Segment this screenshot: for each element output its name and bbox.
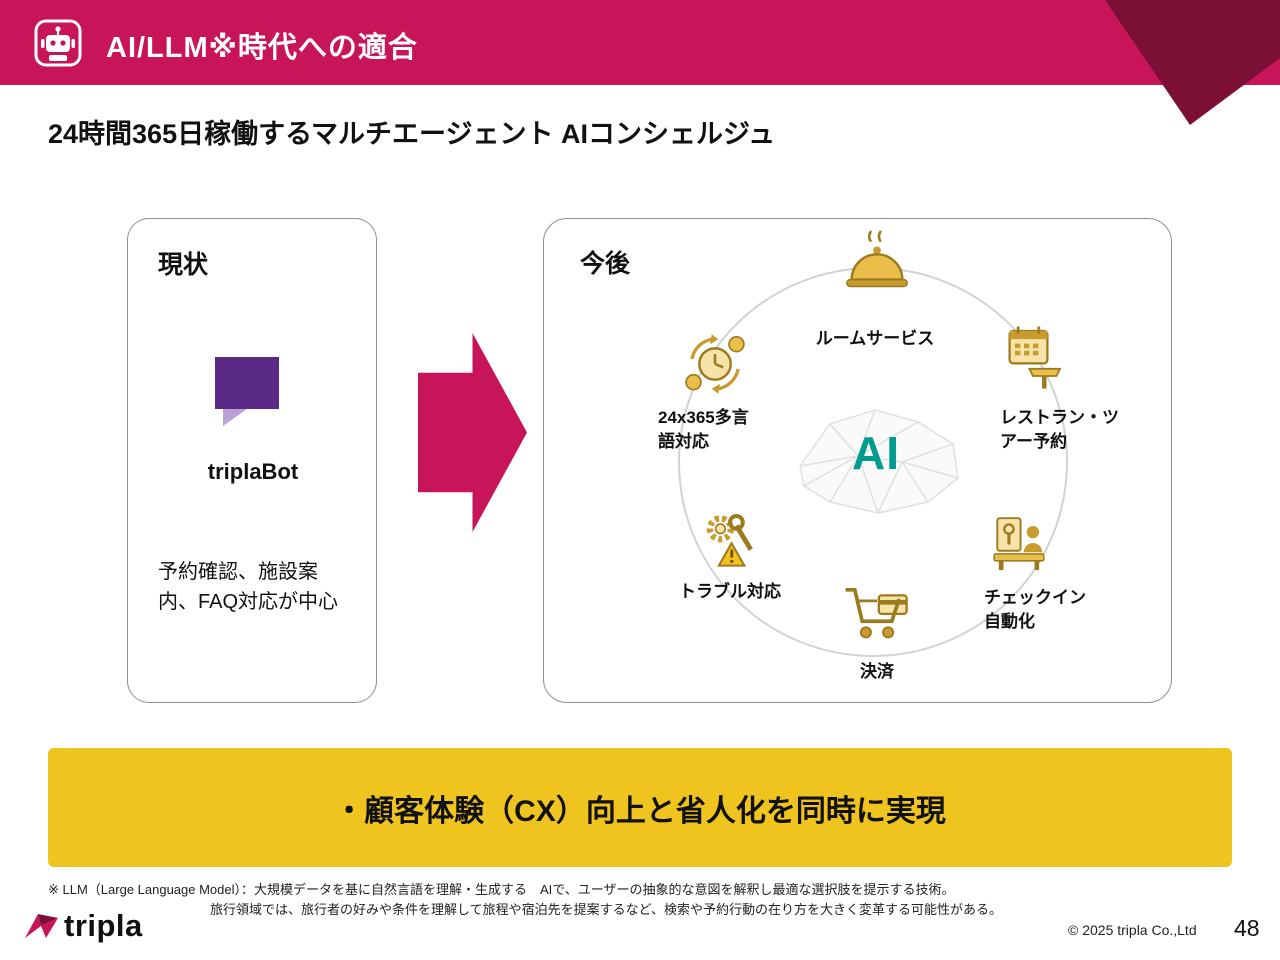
- ai-center-label: AI: [852, 427, 900, 479]
- robot-icon: [34, 19, 82, 67]
- key-message-banner: ・顧客体験（CX）向上と省人化を同時に実現: [48, 748, 1232, 867]
- corner-decoration: [1105, 0, 1280, 125]
- restaurant-calendar-icon: [1008, 326, 1062, 389]
- header-bar: [0, 0, 1280, 85]
- footnote-line2: 旅行領域では、旅行者の好みや条件を理解して旅程や宿泊先を提案するなど、検索や予約…: [210, 902, 1002, 917]
- page-number: 48: [1234, 915, 1260, 941]
- checkin-label: チェックイン 自動化: [984, 586, 1094, 634]
- restaurant-label: レストラン・ツ アー予約: [1000, 406, 1130, 454]
- brain-network-icon: [799, 409, 959, 515]
- future-title: 今後: [580, 250, 631, 278]
- multilingual-label: 24x365多言 語対応: [658, 406, 774, 454]
- right-arrow: [418, 333, 527, 532]
- payment-label: 決済: [860, 662, 894, 681]
- current-state-box: 現状 triplaBot 予約確認、施設案内、FAQ対応が中心: [127, 218, 377, 703]
- tripla-logo: tripla: [24, 908, 143, 944]
- current-state-description: 予約確認、施設案内、FAQ対応が中心: [158, 561, 339, 613]
- room-service-label: ルームサービス: [815, 329, 935, 348]
- footnote-line1: ※ LLM（Large Language Model）：大規模データを基に自然言…: [48, 882, 955, 897]
- tripla-bird-icon: [25, 914, 58, 938]
- tripla-logo-text: tripla: [64, 908, 143, 943]
- multilingual-label-line2: 語対応: [658, 432, 709, 451]
- multilingual-clock-icon: [685, 334, 745, 394]
- trouble-tools-icon: [706, 514, 753, 567]
- triplabot-logo-icon: [215, 357, 279, 409]
- main-heading: 24時間365日稼働するマルチエージェント AIコンシェルジュ: [48, 119, 776, 149]
- current-state-title: 現状: [158, 251, 209, 279]
- restaurant-label-line2: アー予約: [1000, 432, 1067, 451]
- checkin-icon: [993, 517, 1045, 571]
- triplabot-logo-tail: [223, 409, 247, 426]
- room-service-icon: [846, 230, 908, 288]
- multilingual-label-line1: 24x365多言: [658, 408, 749, 427]
- checkin-label-line2: 自動化: [984, 612, 1035, 631]
- key-message-text: ・顧客体験（CX）向上と省人化を同時に実現: [334, 794, 946, 828]
- checkin-label-line1: チェックイン: [984, 588, 1086, 607]
- triplabot-name: triplaBot: [207, 459, 299, 484]
- copyright: © 2025 tripla Co.,Ltd: [1068, 922, 1197, 938]
- trouble-label: トラブル対応: [679, 582, 781, 601]
- payment-cart-icon: [845, 587, 908, 639]
- restaurant-label-line1: レストラン・ツ: [1000, 408, 1119, 427]
- slide-title: AI/LLM※時代への適合: [106, 32, 418, 64]
